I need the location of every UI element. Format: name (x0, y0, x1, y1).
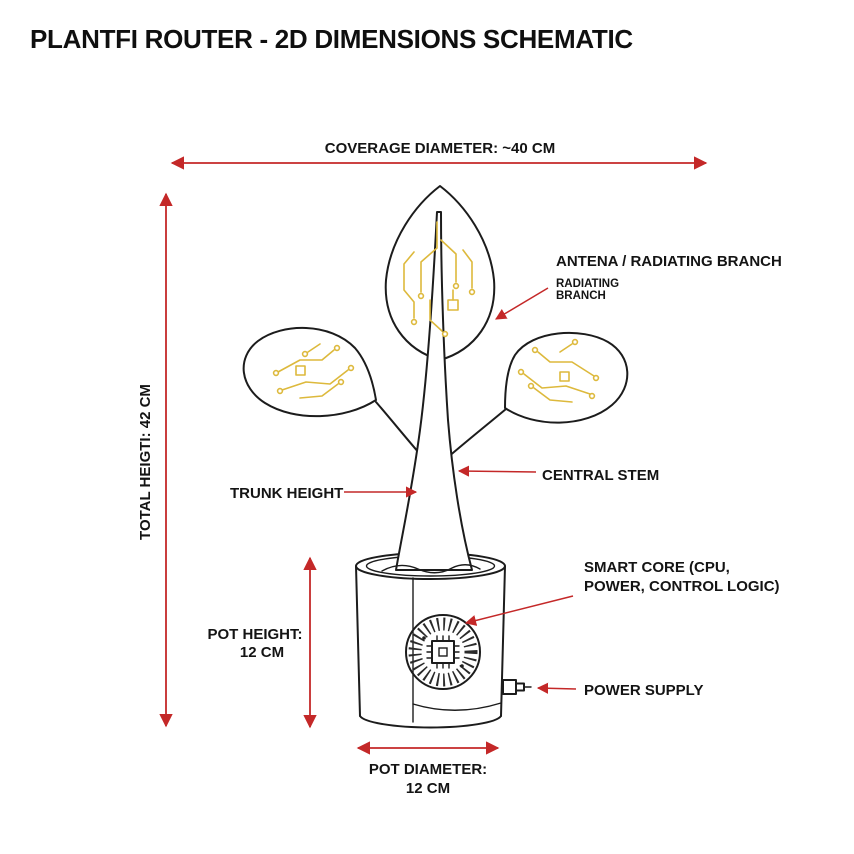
radiating-branch-label-line2: BRANCH (556, 290, 606, 302)
central-stem-trunk (395, 211, 473, 571)
pot-height-label-line2: 12 CM (240, 644, 284, 661)
right-leaf (504, 331, 629, 424)
annotation-arrows (344, 287, 577, 694)
power-plug (502, 679, 532, 695)
smart-core-fins (408, 617, 478, 687)
smart-core (405, 614, 481, 690)
plug-body (502, 679, 517, 695)
smart-core-pointer (464, 595, 574, 626)
trunk-height-label: TRUNK HEIGHT (230, 485, 343, 502)
text-labels: COVERAGE DIAMETER: ~40 CM TOTAL HEIGTI: … (137, 140, 782, 797)
power-supply-pointer (536, 682, 577, 694)
pot (355, 552, 506, 729)
top-leaf-circuits (403, 221, 476, 338)
plug-tip (515, 682, 525, 692)
circuit-traces (272, 221, 600, 403)
smart-core-label-line1: SMART CORE (CPU, (584, 559, 730, 576)
pot-height-label-line1: POT HEIGHT: (207, 626, 302, 643)
core-node-dot (422, 636, 426, 640)
pot-right-wall (500, 565, 506, 717)
pot-bottom (359, 715, 502, 729)
right-branch (446, 408, 507, 459)
cpu-pins (426, 635, 460, 669)
smart-core-label-line2: POWER, CONTROL LOGIC) (584, 578, 780, 595)
core-node-dot (460, 664, 464, 668)
smart-core-disc (405, 614, 481, 690)
pot-diameter-label-line2: 12 CM (406, 780, 450, 797)
central-stem-pointer (457, 465, 537, 477)
left-leaf-circuits (272, 343, 355, 399)
coverage-diameter-label: COVERAGE DIAMETER: ~40 CM (325, 140, 555, 157)
pot-inner-bottom (412, 702, 502, 711)
radiating-branch-label-line1: RADIATING (556, 278, 619, 290)
antenna-pointer (495, 287, 549, 320)
right-leaf-circuits (517, 338, 600, 403)
central-stem-label: CENTRAL STEM (542, 467, 659, 484)
pot-diameter-label-line1: POT DIAMETER: (369, 761, 487, 778)
stem-and-branches (375, 211, 507, 574)
power-supply-label: POWER SUPPLY (584, 682, 703, 699)
total-height-label: TOTAL HEIGTI: 42 CM (137, 384, 154, 540)
soil-line (381, 564, 481, 574)
page-title: PLANTFI ROUTER - 2D DIMENSIONS SCHEMATIC (30, 24, 633, 54)
cpu-chip (431, 640, 455, 664)
cpu-chip-die (438, 647, 448, 657)
pot-left-wall (355, 565, 361, 717)
left-leaf (242, 326, 377, 418)
antenna-branch-label: ANTENA / RADIATING BRANCH (556, 253, 782, 270)
dimension-lines (159, 156, 708, 755)
